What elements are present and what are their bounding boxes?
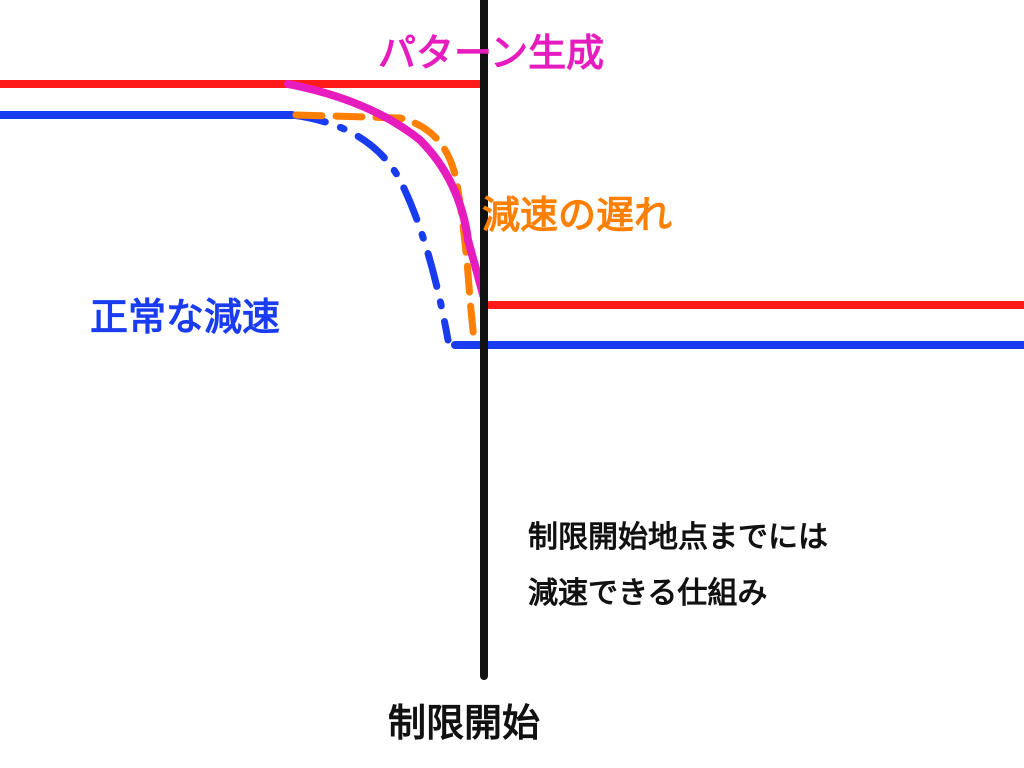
explanation-note: 制限開始地点までには 減速できる仕組み: [528, 510, 828, 622]
normal-deceleration-label: 正常な減速: [90, 295, 281, 339]
delayed-deceleration-curve: [292, 111, 478, 344]
pattern-generation-curve: [284, 80, 488, 302]
explanation-note-line-1: 制限開始地点までには: [528, 520, 828, 555]
delayed-deceleration-label: 減速の遅れ: [482, 193, 673, 237]
explanation-note-line-2: 減速できる仕組み: [528, 576, 768, 611]
limit-start-label: 制限開始: [388, 701, 541, 745]
pattern-generation-label: パターン生成: [378, 31, 605, 75]
normal-deceleration-curve: [288, 111, 452, 344]
